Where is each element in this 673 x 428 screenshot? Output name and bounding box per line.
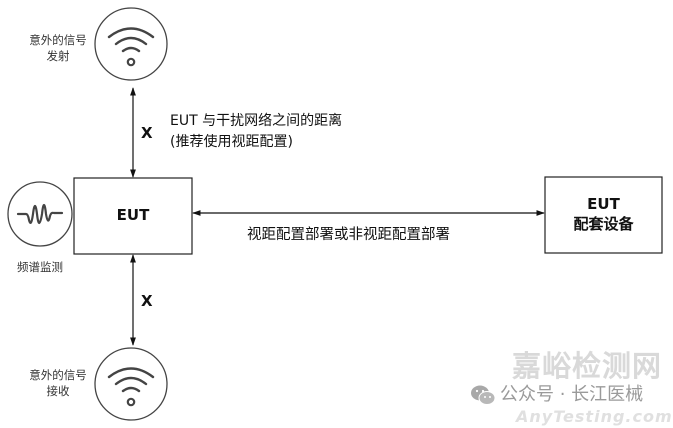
watermark-account: 公众号 · 长江医械	[500, 384, 644, 405]
link-label: 视距配置部署或非视距配置部署	[247, 227, 450, 243]
companion-label-line2: 配套设备	[573, 215, 634, 233]
signal-emit-label-line2: 发射	[46, 49, 70, 63]
wechat-icon	[471, 385, 496, 405]
watermark-brand: 嘉峪检测网	[512, 349, 663, 383]
waveform-icon	[16, 203, 64, 225]
eut-box	[73, 177, 193, 255]
signal-emit-node	[94, 7, 168, 81]
companion-label: EUT 配套设备	[545, 194, 662, 234]
signal-receive-label: 意外的信号 接收	[13, 367, 103, 399]
signal-emit-label: 意外的信号 发射	[13, 32, 103, 64]
wifi-icon	[107, 27, 155, 67]
signal-emit-circle	[94, 7, 168, 81]
upper-distance-label: X	[141, 124, 153, 142]
signal-receive-label-line2: 接收	[46, 384, 70, 398]
lower-distance-label: X	[141, 292, 153, 310]
watermark-site: AnyTesting.com	[516, 407, 673, 426]
signal-receive-label-line1: 意外的信号	[29, 368, 87, 382]
eut-label: EUT	[116, 206, 150, 224]
distance-note: EUT 与干扰网络之间的距离 (推荐使用视距配置)	[170, 111, 342, 153]
spectrum-monitor-node	[7, 181, 73, 247]
signal-receive-node	[94, 347, 168, 421]
spectrum-monitor-circle	[7, 181, 73, 247]
companion-label-line1: EUT	[587, 195, 620, 213]
distance-note-line1: EUT 与干扰网络之间的距离	[170, 113, 343, 129]
wifi-icon	[107, 367, 155, 407]
signal-receive-circle	[94, 347, 168, 421]
signal-emit-label-line1: 意外的信号	[29, 33, 87, 47]
spectrum-monitor-label: 频谱监测	[17, 260, 63, 274]
distance-note-line2: (推荐使用视距配置)	[170, 134, 293, 150]
companion-box	[544, 176, 663, 254]
